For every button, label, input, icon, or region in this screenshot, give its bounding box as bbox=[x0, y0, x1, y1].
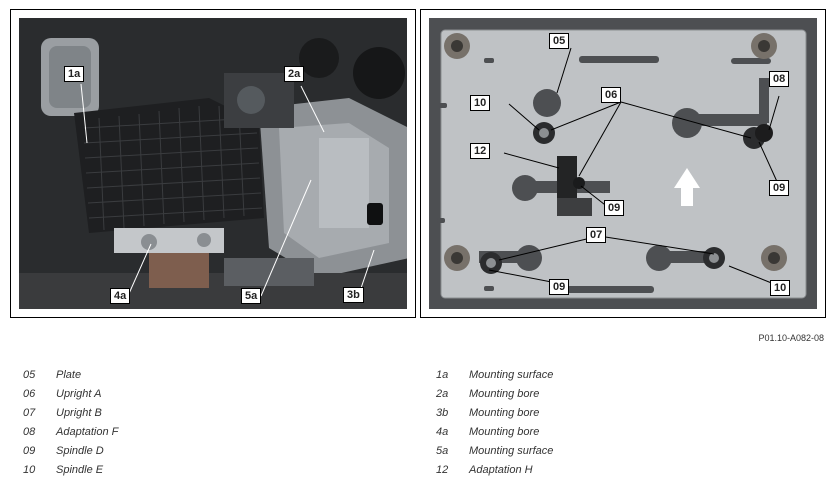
legend-row: 10 Spindle E bbox=[23, 461, 118, 480]
legend-label: Mounting bore bbox=[469, 388, 540, 400]
transmission-photo-frame bbox=[10, 9, 416, 318]
callout-2a: 2a bbox=[284, 66, 305, 82]
legend-label: Mounting surface bbox=[469, 445, 554, 457]
figure-code: P01.10-A082-08 bbox=[758, 333, 824, 343]
legend-num: 5a bbox=[436, 445, 449, 457]
callout-5a: 5a bbox=[241, 288, 262, 304]
legend-row: 07 Upright B bbox=[23, 404, 118, 423]
callout-09-bottom: 09 bbox=[549, 279, 570, 295]
plate-photo-frame bbox=[420, 9, 826, 318]
callout-12: 12 bbox=[470, 143, 491, 159]
callout-09-right: 09 bbox=[769, 180, 790, 196]
callout-07: 07 bbox=[586, 227, 607, 243]
legend-label: Mounting surface bbox=[469, 369, 554, 381]
legend-row: 06 Upright A bbox=[23, 385, 118, 404]
callout-10-right: 10 bbox=[770, 280, 791, 296]
legend-num: 3b bbox=[436, 407, 449, 419]
legend-label: Adaptation H bbox=[469, 464, 533, 476]
legend-num: 08 bbox=[23, 426, 36, 438]
legend-row: 4a Mounting bore bbox=[436, 423, 553, 442]
plate-illustration bbox=[429, 18, 817, 309]
legend-row: 3b Mounting bore bbox=[436, 404, 553, 423]
legend-row: 12 Adaptation H bbox=[436, 461, 553, 480]
legend-num: 2a bbox=[436, 388, 449, 400]
legend-row: 1a Mounting surface bbox=[436, 366, 553, 385]
legend-num: 07 bbox=[23, 407, 36, 419]
legend-label: Mounting bore bbox=[469, 426, 540, 438]
callout-3b: 3b bbox=[343, 287, 364, 303]
callout-08: 08 bbox=[769, 71, 790, 87]
legend-num: 4a bbox=[436, 426, 449, 438]
legend-row: 09 Spindle D bbox=[23, 442, 118, 461]
legend-num: 10 bbox=[23, 464, 36, 476]
legend-label: Mounting bore bbox=[469, 407, 540, 419]
legend-num: 06 bbox=[23, 388, 36, 400]
legend-row: 08 Adaptation F bbox=[23, 423, 118, 442]
legend-num: 05 bbox=[23, 369, 36, 381]
transmission-photo bbox=[19, 18, 407, 309]
legend-num: 12 bbox=[436, 464, 449, 476]
callout-10-left: 10 bbox=[470, 95, 491, 111]
legend-num: 1a bbox=[436, 369, 449, 381]
callout-4a: 4a bbox=[110, 288, 131, 304]
callout-1a: 1a bbox=[64, 66, 85, 82]
legend-label: Spindle D bbox=[56, 445, 104, 457]
legend-label: Upright A bbox=[56, 388, 102, 400]
legend-num: 09 bbox=[23, 445, 36, 457]
legend-label: Plate bbox=[56, 369, 82, 381]
legend-row: 2a Mounting bore bbox=[436, 385, 553, 404]
transmission-illustration bbox=[19, 18, 407, 309]
callout-09-center: 09 bbox=[604, 200, 625, 216]
legend-left: 05 Plate 06 Upright A 07 Upright B 08 Adapta… bbox=[23, 366, 118, 480]
legend-label: Spindle E bbox=[56, 464, 104, 476]
callout-05: 05 bbox=[549, 33, 570, 49]
legend-row: 05 Plate bbox=[23, 366, 118, 385]
legend-row: 5a Mounting surface bbox=[436, 442, 553, 461]
legend-label: Adaptation F bbox=[56, 426, 119, 438]
callout-06: 06 bbox=[601, 87, 622, 103]
plate-photo bbox=[429, 18, 817, 309]
legend-label: Upright B bbox=[56, 407, 102, 419]
